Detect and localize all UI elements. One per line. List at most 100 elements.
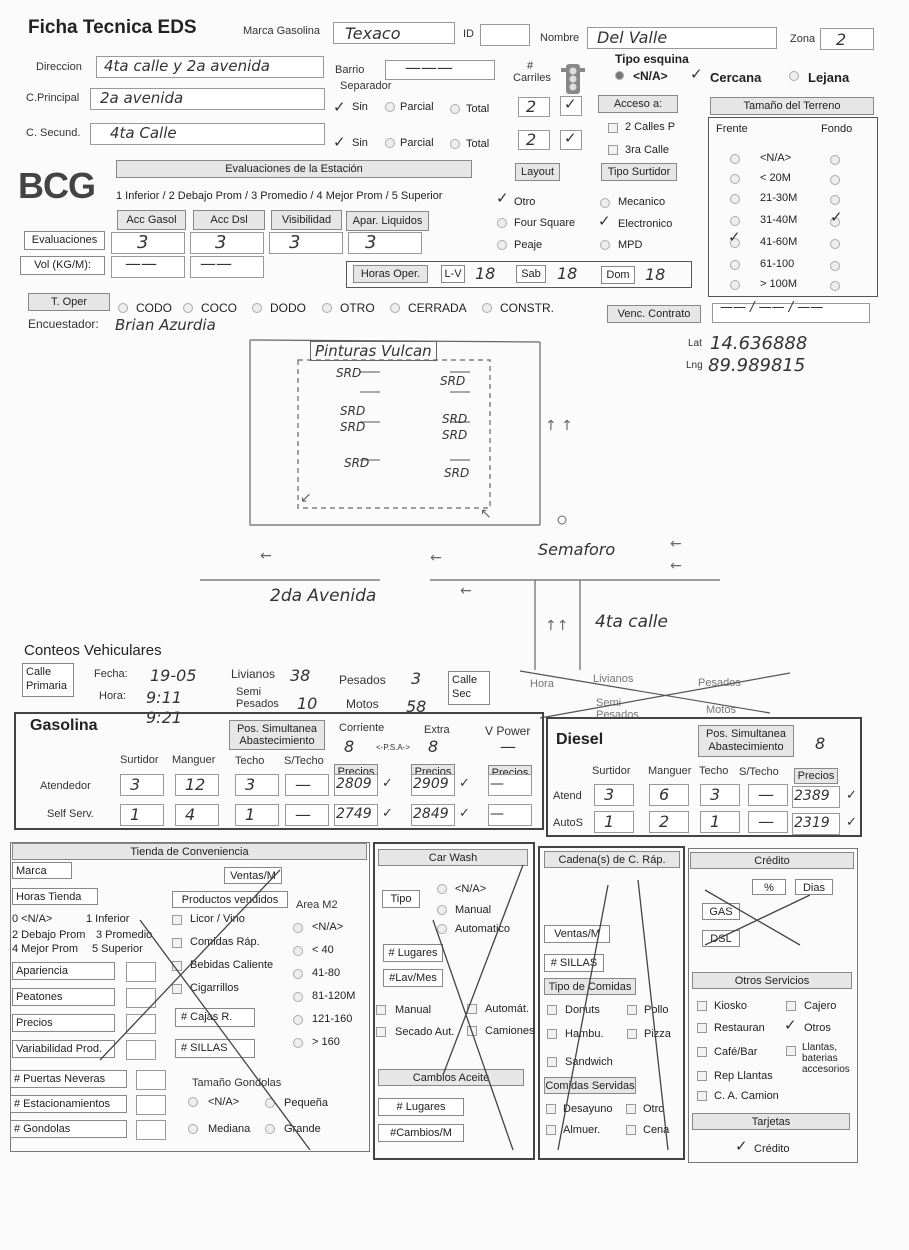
tarjeta-credito-check[interactable]: ✓ [735, 1138, 748, 1155]
esquina-na-radio[interactable] [615, 71, 624, 80]
peaje-radio[interactable] [497, 240, 507, 250]
fondo-radio[interactable] [830, 261, 840, 271]
hambu-checkbox[interactable] [547, 1029, 557, 1039]
vol-field-1[interactable] [111, 256, 185, 278]
tienda-row-field[interactable] [126, 1040, 156, 1060]
dsl-cell[interactable] [700, 811, 740, 833]
gas-cell[interactable] [175, 804, 219, 826]
dsl-cell[interactable] [748, 811, 788, 833]
gas-price-cell[interactable] [488, 804, 532, 826]
zona-field[interactable] [820, 28, 874, 50]
fondo-radio[interactable] [830, 239, 840, 249]
total-radio-2[interactable] [450, 139, 460, 149]
almuer-checkbox[interactable] [546, 1125, 556, 1135]
gondola-med-radio[interactable] [188, 1124, 198, 1134]
tienda-row-field[interactable] [126, 962, 156, 982]
area-radio[interactable] [293, 969, 303, 979]
cw-manual-checkbox[interactable] [376, 1005, 386, 1015]
barrio-field[interactable] [385, 60, 495, 80]
cw-auto-radio[interactable] [437, 924, 447, 934]
dsl-cell[interactable] [649, 811, 689, 833]
frente-radio[interactable] [730, 260, 740, 270]
direccion-field[interactable] [96, 56, 324, 78]
sin-check-1[interactable]: ✓ [333, 99, 346, 116]
parcial-radio-2[interactable] [385, 138, 395, 148]
eval-visibilidad-field[interactable] [269, 232, 343, 254]
llantas-checkbox[interactable] [786, 1046, 796, 1056]
otro-check[interactable]: ✓ [496, 190, 509, 207]
dsl-price-cell[interactable] [792, 813, 840, 835]
dsl-price-cell[interactable] [792, 786, 840, 808]
area-radio[interactable] [293, 1015, 303, 1025]
eval-gasol-field[interactable] [111, 232, 185, 254]
frente-radio[interactable] [730, 194, 740, 204]
area-radio[interactable] [293, 1038, 303, 1048]
lejana-radio[interactable] [789, 71, 799, 81]
dsl-cell[interactable] [649, 784, 689, 806]
carriles-field-1[interactable] [518, 97, 550, 117]
marca-field[interactable] [333, 22, 455, 44]
carriles-field-2[interactable] [518, 130, 550, 150]
area-radio[interactable] [293, 992, 303, 1002]
gas-cell[interactable] [285, 804, 329, 826]
gas-price-check[interactable]: ✓ [459, 775, 470, 790]
principal-field[interactable] [90, 88, 325, 110]
gas-price-cell[interactable] [334, 774, 378, 796]
eval-dsl-field[interactable] [190, 232, 264, 254]
toper-radio[interactable] [183, 303, 193, 313]
mecanico-radio[interactable] [600, 198, 610, 208]
fondo-radio[interactable] [830, 175, 840, 185]
toper-radio[interactable] [390, 303, 400, 313]
gas-price-check[interactable]: ✓ [459, 805, 470, 820]
gas-price-cell[interactable] [411, 774, 455, 796]
fondo-31-40-check[interactable]: ✓ [830, 209, 843, 226]
dsl-price-check[interactable]: ✓ [846, 814, 857, 829]
desayuno-checkbox[interactable] [546, 1104, 556, 1114]
tercera-calle-checkbox[interactable] [608, 145, 618, 155]
area-radio[interactable] [293, 946, 303, 956]
parcial-radio-1[interactable] [385, 102, 395, 112]
cw-secado-checkbox[interactable] [376, 1027, 386, 1037]
tienda-row-field[interactable] [126, 1014, 156, 1034]
gas-cell[interactable] [235, 804, 279, 826]
semaforo-check-1[interactable] [560, 96, 582, 116]
venc-field[interactable] [712, 303, 870, 323]
gas-cell[interactable] [285, 774, 329, 796]
otros-check[interactable]: ✓ [784, 1017, 797, 1034]
fondo-radio[interactable] [830, 217, 840, 227]
frente-41-60-check[interactable]: ✓ [728, 229, 741, 246]
gas-price-cell[interactable] [334, 804, 378, 826]
four-square-radio[interactable] [497, 218, 507, 228]
kiosko-checkbox[interactable] [697, 1001, 707, 1011]
fondo-radio[interactable] [830, 281, 840, 291]
id-field[interactable] [480, 24, 530, 46]
donuts-checkbox[interactable] [547, 1005, 557, 1015]
producto-checkbox[interactable] [172, 984, 182, 994]
electronico-check[interactable]: ✓ [598, 213, 611, 230]
gas-cell[interactable] [120, 804, 164, 826]
otro-comida-checkbox[interactable] [626, 1104, 636, 1114]
gas-price-cell[interactable] [488, 774, 532, 796]
toper-radio[interactable] [118, 303, 128, 313]
vol-field-2[interactable] [190, 256, 264, 278]
dsl-cell[interactable] [594, 811, 634, 833]
tienda-row-field[interactable] [126, 988, 156, 1008]
sin-check-2[interactable]: ✓ [333, 134, 346, 151]
pollo-checkbox[interactable] [627, 1005, 637, 1015]
gas-price-cell[interactable] [411, 804, 455, 826]
camion-checkbox[interactable] [697, 1091, 707, 1101]
mpd-radio[interactable] [600, 240, 610, 250]
toper-radio[interactable] [322, 303, 332, 313]
gas-cell[interactable] [120, 774, 164, 796]
semaforo-check-2[interactable] [560, 130, 582, 150]
cafe-checkbox[interactable] [697, 1047, 707, 1057]
frente-radio[interactable] [730, 216, 740, 226]
dom-value[interactable]: 18 [645, 265, 666, 284]
gas-cell[interactable] [235, 774, 279, 796]
frente-radio[interactable] [730, 238, 740, 248]
total-radio-1[interactable] [450, 104, 460, 114]
producto-checkbox[interactable] [172, 938, 182, 948]
secund-field[interactable] [90, 123, 325, 145]
frente-radio[interactable] [730, 174, 740, 184]
gas-cell[interactable] [175, 774, 219, 796]
